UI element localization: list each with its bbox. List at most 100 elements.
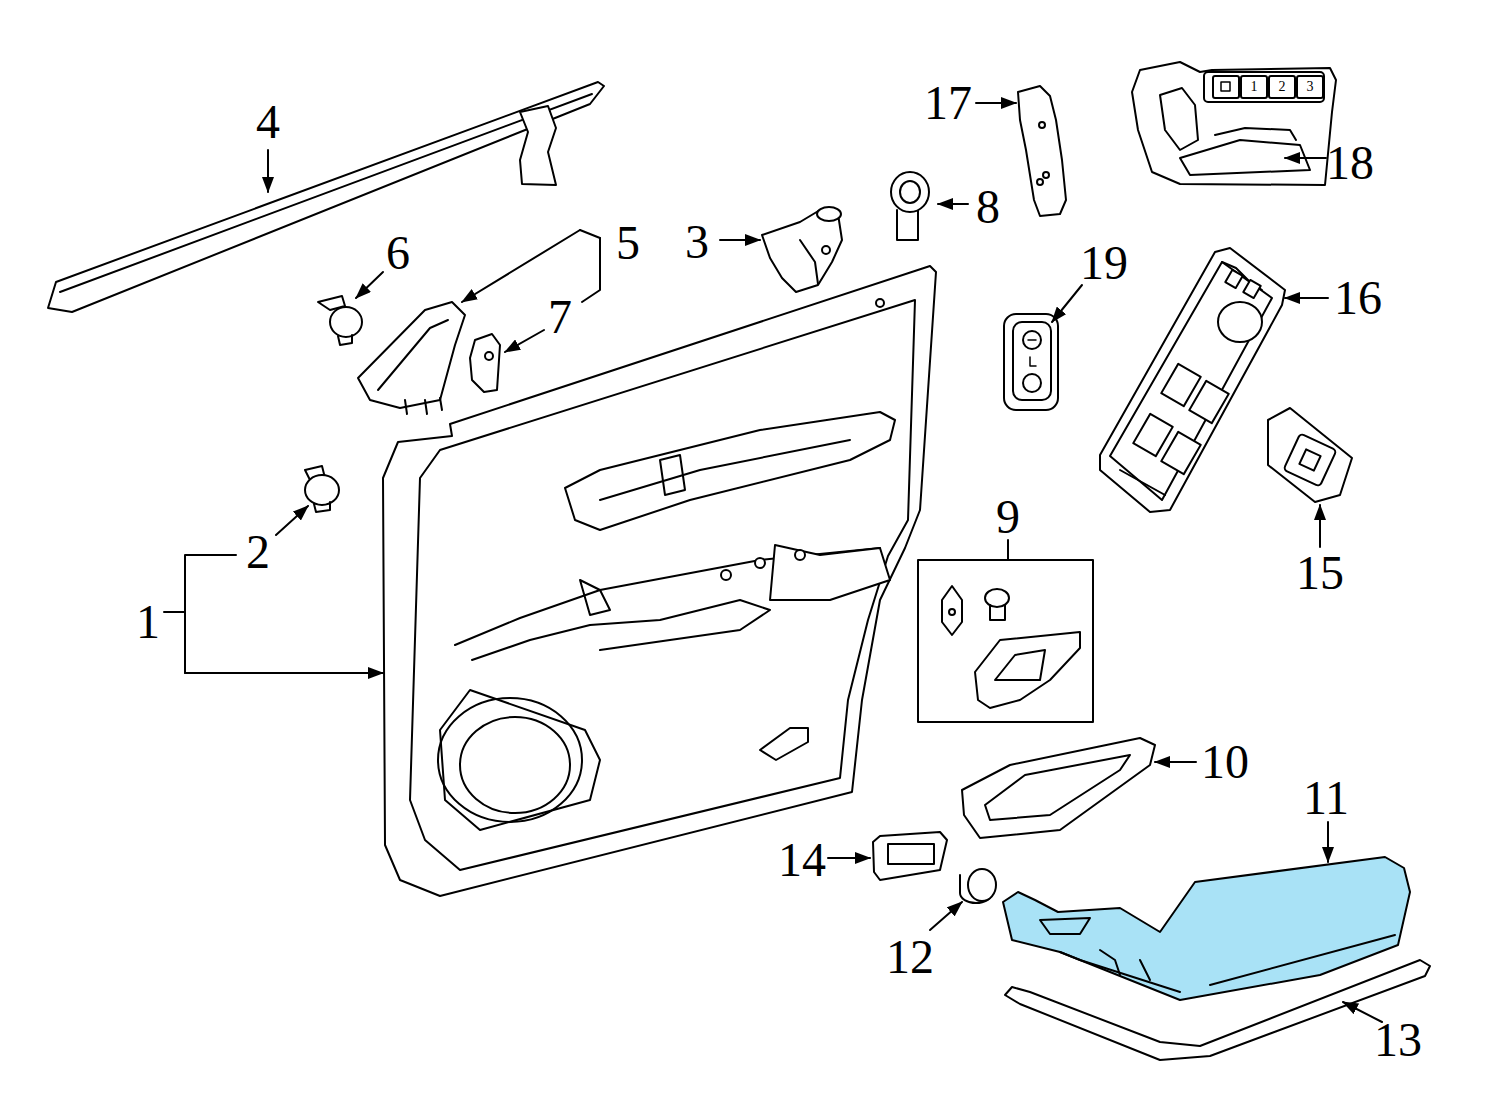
- mirror-switch-part: [1028, 340, 1036, 366]
- callout-number: 14: [778, 836, 826, 884]
- clip: [305, 466, 339, 512]
- leader-lines-part: [356, 272, 383, 298]
- armrest-trim-strip-part: [1005, 960, 1430, 1060]
- window-switch-panel-part: [1189, 381, 1229, 423]
- grommet-part: [900, 181, 920, 203]
- seat-switch-part: [1204, 72, 1324, 102]
- single-window-switch-part: [1299, 449, 1320, 470]
- callout-number: 19: [1080, 239, 1128, 287]
- clip: [318, 296, 362, 345]
- leader-lines-part: [276, 506, 308, 535]
- seat-switch: [1132, 62, 1336, 185]
- mount-bracket-part: [817, 207, 841, 221]
- door-trim-panel-part: [440, 690, 600, 830]
- door-trim-panel-part: [755, 558, 765, 568]
- armrest-highlight-part: [1040, 918, 1090, 934]
- callout-number: 16: [1334, 274, 1382, 322]
- grommet: [891, 172, 929, 240]
- door-trim-panel-part: [383, 266, 936, 896]
- lock-button-cover-part: [873, 832, 947, 880]
- seat-switch-part: [1221, 82, 1230, 91]
- single-window-switch-part: [1283, 433, 1336, 486]
- callout-number: 5: [616, 219, 640, 267]
- door-trim-panel-part: [795, 550, 805, 560]
- armrest-highlight-part: [1060, 935, 1395, 992]
- leader-lines-part: [267, 150, 269, 192]
- handle-kit-box: [918, 560, 1093, 722]
- leader-lines-part: [1285, 297, 1328, 299]
- door-trim-panel-part: [770, 545, 890, 600]
- leader-lines-part: [164, 611, 185, 613]
- window-switch-panel: [1100, 248, 1285, 512]
- control-module-part: [1018, 86, 1066, 216]
- grommet-part: [897, 210, 918, 240]
- memory-button-number: 1: [1251, 80, 1258, 94]
- window-switch-panel-part: [1218, 302, 1262, 342]
- mirror-switch-part: [1004, 314, 1058, 410]
- leader-lines-part: [1327, 822, 1329, 862]
- door-trim-panel: [383, 266, 936, 896]
- leader-lines-part: [580, 230, 600, 238]
- belt-molding-part: [60, 94, 592, 292]
- single-window-switch: [1268, 408, 1352, 502]
- belt-molding: [48, 82, 604, 312]
- callout-number: 17: [924, 79, 972, 127]
- leader-lines-part: [1155, 761, 1196, 763]
- callout-number: 3: [685, 218, 709, 266]
- window-switch-panel-part: [1100, 248, 1285, 512]
- callout-number: 1: [136, 598, 160, 646]
- callout-number: 7: [548, 293, 572, 341]
- callout-number: 15: [1296, 549, 1344, 597]
- leader-lines-part: [828, 857, 870, 859]
- leader-lines-part: [1007, 540, 1009, 560]
- seat-switch-part: [1215, 128, 1296, 140]
- pull-handle-trim: [358, 302, 465, 414]
- leader-lines-part: [462, 230, 580, 302]
- mount-bracket-part: [800, 240, 818, 284]
- bushing: [960, 869, 996, 903]
- handle-kit-box-part: [995, 650, 1045, 680]
- handle-kit-box-part: [949, 609, 955, 615]
- pull-handle-trim-part: [378, 320, 448, 390]
- clip-part: [314, 502, 330, 512]
- window-switch-panel-part: [1161, 432, 1201, 474]
- door-trim-panel-part: [438, 698, 582, 822]
- callout-number: 10: [1201, 738, 1249, 786]
- mount-bracket-part: [762, 210, 842, 292]
- pull-handle-trim-part: [405, 398, 442, 414]
- belt-molding-part: [520, 106, 556, 185]
- mount-bracket: [762, 207, 842, 292]
- callout-number: 9: [996, 493, 1020, 541]
- door-trim-panel-part: [565, 412, 895, 530]
- clip-part: [330, 307, 362, 337]
- cover-cap-part: [485, 352, 493, 360]
- callout-number: 12: [886, 933, 934, 981]
- handle-kit-box-part: [990, 605, 1005, 620]
- cover-cap-part: [470, 334, 500, 392]
- grommet-part: [891, 172, 929, 212]
- seat-switch-part: [1132, 62, 1336, 185]
- handle-kit-box-part: [942, 586, 962, 635]
- single-window-switch-part: [1268, 408, 1352, 502]
- lock-button-cover-part: [888, 844, 934, 864]
- handle-kit-box-part: [918, 560, 1093, 722]
- memory-button-number: 2: [1279, 80, 1286, 94]
- leader-lines-part: [505, 330, 544, 352]
- armrest-highlight-part: [1003, 857, 1410, 1000]
- handle-bezel-part: [985, 755, 1130, 820]
- leader-lines-part: [976, 102, 1016, 104]
- armrest-trim-strip: [1005, 960, 1430, 1060]
- window-switch-panel-part: [1225, 270, 1242, 288]
- callout-number: 8: [976, 183, 1000, 231]
- lock-button-cover: [873, 832, 947, 880]
- leader-lines-part: [1319, 505, 1321, 547]
- callout-number: 13: [1374, 1016, 1422, 1064]
- clip-part: [338, 335, 352, 345]
- door-trim-panel-part: [721, 570, 731, 580]
- memory-button-number: 3: [1307, 80, 1314, 94]
- door-trim-panel-part: [600, 440, 850, 500]
- handle-bezel-part: [962, 738, 1155, 838]
- clip-part: [305, 475, 339, 505]
